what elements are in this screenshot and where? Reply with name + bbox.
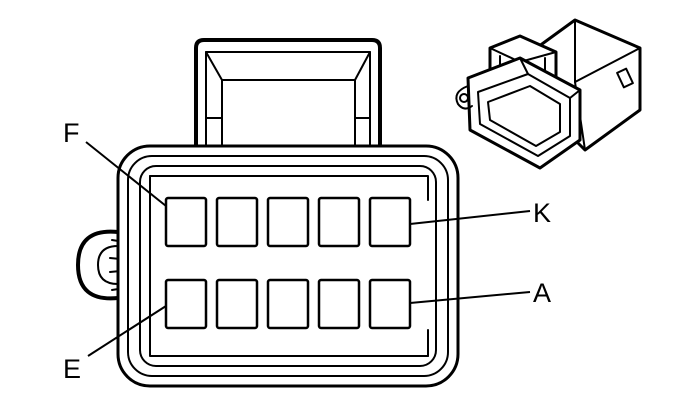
pin-label-a: A xyxy=(533,278,551,308)
terminal-cavity xyxy=(266,196,310,248)
leader-lines xyxy=(85,141,531,357)
connector-latch xyxy=(194,38,382,152)
terminal-cavity xyxy=(368,278,412,330)
terminal-cavity xyxy=(368,196,412,248)
leader-line-k xyxy=(409,210,531,225)
pin-label-e: E xyxy=(63,354,81,384)
leader-line-a xyxy=(409,291,531,304)
connector-3d-view xyxy=(455,18,642,170)
terminal-cavity xyxy=(164,196,208,248)
pin-label-f: F xyxy=(63,118,80,148)
terminal-cavities xyxy=(164,196,412,330)
leader-line-f xyxy=(85,141,167,207)
terminal-cavity xyxy=(215,196,259,248)
terminal-cavity xyxy=(266,278,310,330)
pin-label-k: K xyxy=(533,198,551,228)
connector-body xyxy=(116,144,460,388)
terminal-cavity xyxy=(164,278,208,330)
terminal-cavity xyxy=(215,278,259,330)
terminal-cavity xyxy=(317,196,361,248)
terminal-cavity xyxy=(317,278,361,330)
leader-line-e xyxy=(87,305,167,357)
